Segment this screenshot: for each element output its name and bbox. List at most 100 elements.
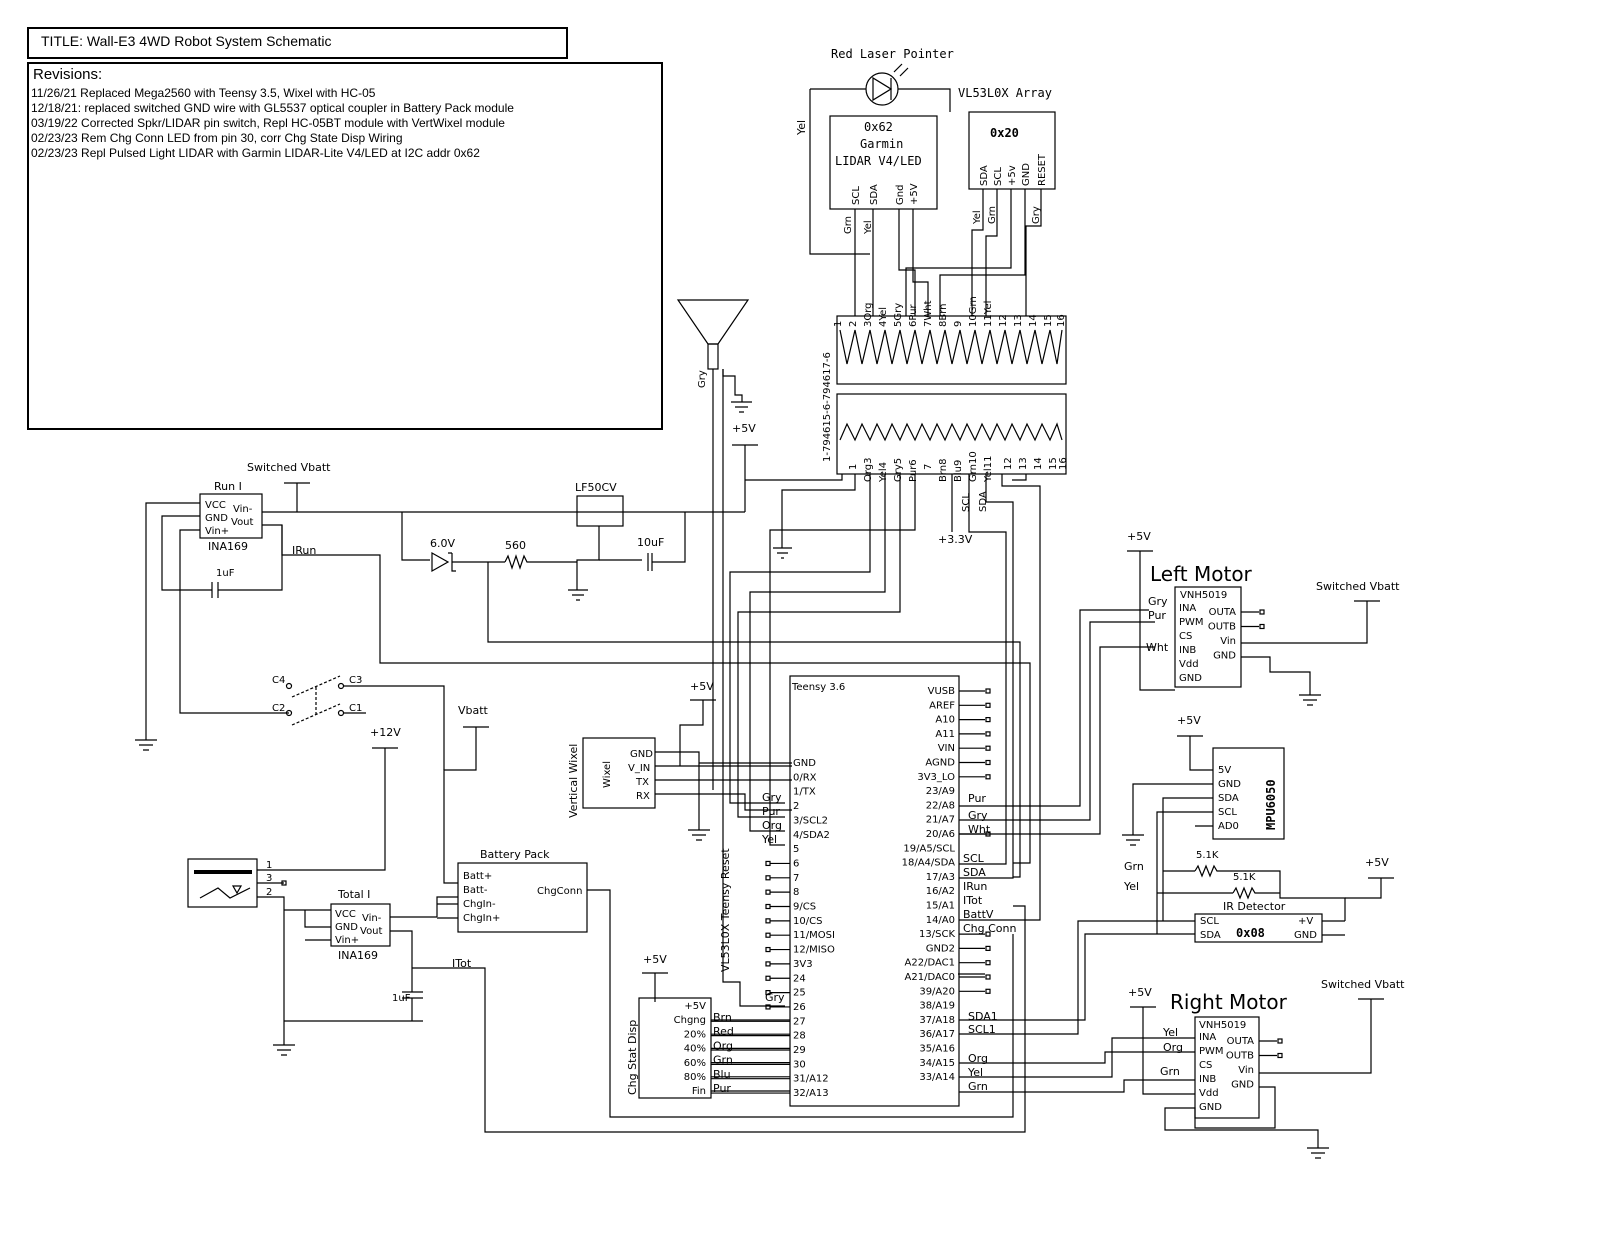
teensy-pin: 15/A1 — [926, 901, 955, 912]
pin-terminal — [985, 731, 991, 737]
mpu6050: +5V MPU6050 5V GND SDA SCL AD0 — [1122, 714, 1285, 934]
connector-pin: 5Gry — [893, 303, 904, 327]
regulator-name: LF50CV — [575, 481, 617, 494]
sensor-pin: Vout — [360, 926, 383, 937]
jack-pin: 2 — [266, 887, 272, 898]
supply-5v: +5V — [690, 680, 714, 693]
teensy-pin: 33/A14 — [919, 1072, 955, 1083]
pin-terminal — [765, 946, 771, 953]
motor-pin: INA — [1199, 1032, 1216, 1043]
vl53-addr: 0x20 — [990, 126, 1019, 140]
chg-display-pins: +5VChgng20%40%60%80%FinBrnRedOrgGrnBluPu… — [674, 1001, 790, 1097]
teensy-pin: 39/A20 — [919, 986, 955, 997]
ir-pin: GND — [1294, 930, 1317, 941]
zener-label: 6.0V — [430, 537, 455, 550]
pin-terminal — [1259, 623, 1265, 630]
motor-pin: OUTA — [1209, 607, 1237, 618]
motor-part: VNH5019 — [1199, 1020, 1246, 1031]
run-cap-label: 1uF — [216, 568, 235, 579]
pin-terminal — [1259, 609, 1265, 615]
connector-wire-label: SDA — [978, 491, 989, 512]
supply-5v: +5V — [732, 422, 756, 435]
laser-diode-icon — [872, 76, 893, 102]
teensy-pin: 20/A6 — [926, 829, 955, 840]
chg-display-side: Chg Stat Disp — [626, 1020, 639, 1095]
sensor-pin: VCC — [205, 500, 226, 511]
revision-item: 12/18/21: replaced switched GND wire wit… — [31, 101, 514, 115]
battery-pin: Batt+ — [463, 871, 492, 882]
connector-wire-label: SCL — [961, 493, 972, 512]
motor-pin: CS — [1199, 1060, 1212, 1071]
motor-pin: OUTA — [1227, 1036, 1255, 1047]
itot-label: ITot — [452, 957, 472, 970]
teensy-reset-label: VL53L0X Teensy Reset — [719, 848, 732, 972]
teensy-wire-label: Org — [968, 1052, 988, 1065]
lidar-pin: SDA — [869, 184, 880, 205]
chg-pin: +5V — [684, 1001, 706, 1012]
vl53-wire-label: Grn — [987, 206, 998, 224]
teensy-wire-label: Pur — [762, 805, 780, 818]
teensy-pin: 19/A5/SCL — [903, 843, 955, 854]
jack-icon — [187, 858, 258, 908]
connector-pin: 10Grn — [968, 296, 979, 327]
wixel-pin: RX — [636, 791, 650, 802]
mpu-pin: 5V — [1218, 765, 1231, 776]
chg-wire-label: Blu — [713, 1068, 731, 1081]
vbatt-label: Vbatt — [458, 704, 489, 717]
lidar-name: Garmin — [860, 137, 903, 151]
sensor-pin: Vin- — [233, 504, 253, 515]
motor-part: VNH5019 — [1180, 590, 1227, 601]
battery-pin: Batt- — [463, 885, 488, 896]
total-current-sensor: Total I VCC GND Vin+ Vin- Vout INA169 1u… — [304, 888, 1026, 1133]
teensy-pin: AGND — [925, 758, 955, 769]
motor-pin: INB — [1199, 1074, 1216, 1085]
connector-pin: 13 — [1018, 457, 1029, 470]
switch-contact: C2 — [272, 703, 285, 714]
pin-terminal — [765, 889, 771, 895]
battery-pin: ChgIn- — [463, 899, 496, 910]
chg-pin: Fin — [692, 1086, 706, 1097]
laser-label: Red Laser Pointer — [831, 47, 954, 61]
teensy-pin: AREF — [929, 700, 955, 711]
resistor-label: 560 — [505, 539, 526, 552]
connector-pin: 14 — [1028, 314, 1039, 327]
connector-pin: 8Brn — [938, 304, 949, 328]
connector-pin: Yel11 — [983, 456, 994, 483]
teensy-pin: 6 — [793, 858, 799, 869]
vl53-array: VL53L0X Array 0x20 SDA SCL +5v GND RESET… — [905, 86, 1056, 316]
teensy-pin: 2 — [793, 801, 799, 812]
vl53-pin: GND — [1021, 163, 1032, 186]
connector-pin: Gry5 — [893, 458, 904, 482]
lidar-module: 0x62 Garmin LIDAR V4/LED SCL SDA Gnd +5V… — [829, 115, 938, 316]
mpu-pin: SCL — [1218, 807, 1237, 818]
teensy-pin: 23/A9 — [926, 786, 955, 797]
jack-pin: 3 — [266, 873, 272, 884]
teensy-pin: 3/SCL2 — [793, 815, 828, 826]
teensy-pin: 7 — [793, 873, 799, 884]
sensor-pin: Vin+ — [205, 526, 229, 537]
teensy-pin: 12/MISO — [793, 945, 835, 956]
pin-terminal — [765, 989, 771, 996]
chg-pin: 20% — [684, 1029, 706, 1040]
vl53-wire-label: Gry — [1031, 206, 1042, 224]
chg-pin: 80% — [684, 1072, 706, 1083]
connector-pin: 14 — [1033, 457, 1044, 470]
vl53-wire-label: Yel — [972, 210, 983, 225]
teensy-title: Teensy 3.6 — [791, 682, 845, 693]
ir-pin: +V — [1298, 916, 1313, 927]
connector-pin: 7Wht — [923, 300, 934, 327]
power-switch: C4 C3 C2 C1 Vbatt +12V — [272, 675, 489, 884]
battery-pack-title: Battery Pack — [480, 848, 550, 861]
lidar-addr: 0x62 — [864, 120, 893, 134]
battery-out: ChgConn — [537, 886, 582, 897]
motor-pin: Vdd — [1179, 659, 1199, 670]
chg-pin: Chgng — [674, 1015, 706, 1026]
connector-pin: Yel4 — [878, 462, 889, 483]
teensy-wire-label: ITot — [963, 894, 983, 907]
resistor-icon — [504, 554, 529, 570]
teensy-pin: 1/TX — [793, 787, 816, 798]
teensy-pin: 27 — [793, 1016, 806, 1027]
revision-item: 11/26/21 Replaced Mega2560 with Teensy 3… — [31, 86, 376, 100]
teensy-pin: A22/DAC1 — [905, 958, 955, 969]
pin-terminal — [765, 860, 771, 867]
